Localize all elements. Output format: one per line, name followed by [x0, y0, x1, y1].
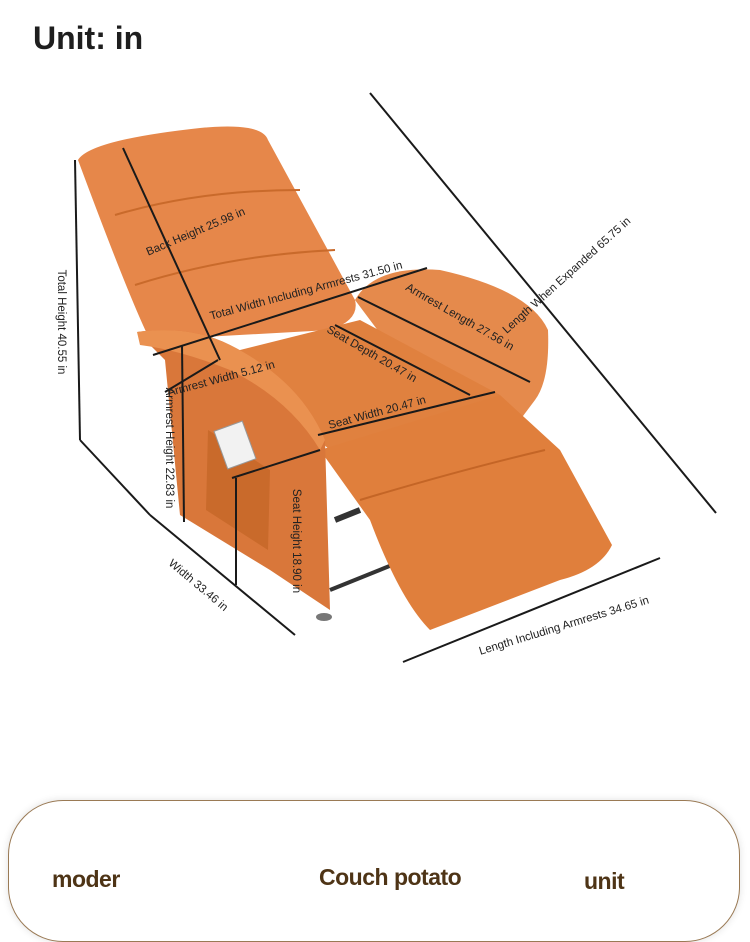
label-length-incl-armrests: Length Including Armrests 34.65 in: [478, 595, 651, 658]
header-unit: unit: [584, 868, 625, 894]
spec-table-panel: moder Couch potato unit: [8, 800, 740, 942]
label-seat-height: Seat Height 18.90 in: [290, 489, 302, 593]
header-moder: moder: [52, 866, 120, 892]
recliner-illustration: [78, 126, 612, 630]
label-armrest-height: Armrest Height 22.83 in: [163, 388, 175, 509]
unit-title: Unit: in: [33, 20, 144, 56]
label-total-height: Total Height 40.55 in: [55, 270, 67, 375]
dimension-lines: [74, 92, 717, 663]
label-width: Width 33.46 in: [166, 557, 230, 613]
header-couch-potato: Couch potato: [319, 864, 462, 890]
recliner-dimension-diagram: Back Height 25.98 in Total Width Includi…: [55, 92, 717, 663]
